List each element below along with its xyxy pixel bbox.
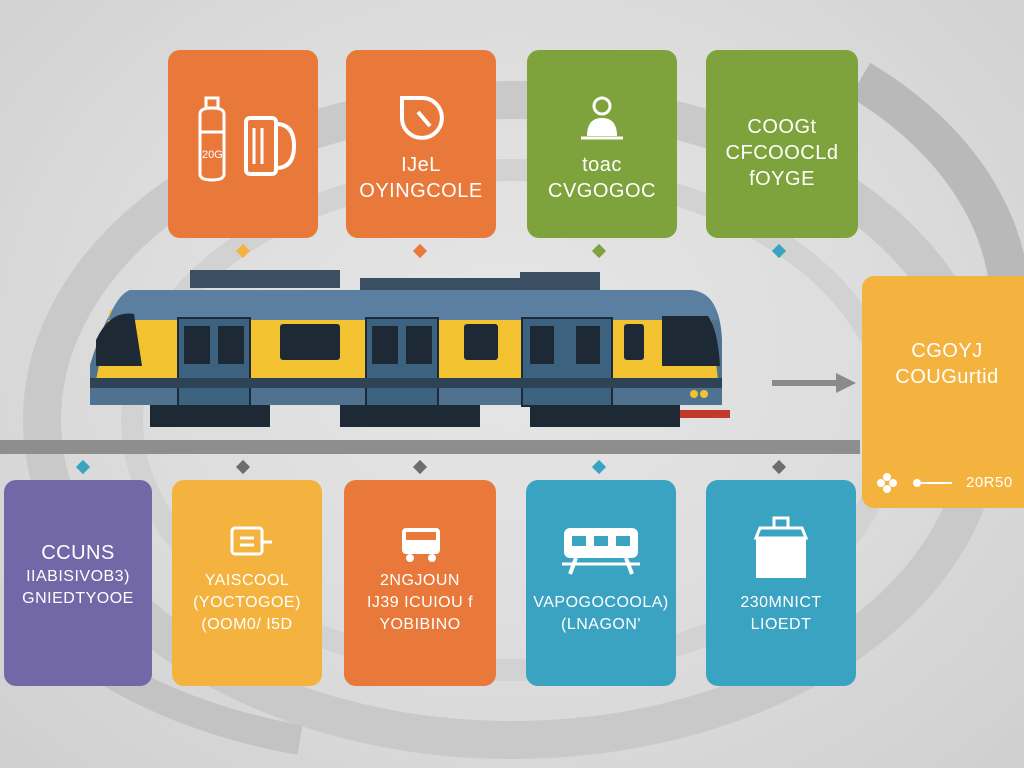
bottom-card-1-line-3: GNIEDTYOOE xyxy=(22,590,134,607)
top-card-4: COOGt CFCOOCLd fOYGE xyxy=(706,50,858,238)
bottle-and-cup-icon: 20G xyxy=(198,96,297,182)
bottom-card-5-line-2: LIOEDT xyxy=(750,616,812,633)
side-card: CGOYJ COUGurtid 20R50 xyxy=(862,276,1024,508)
bottom-card-1-line-2: IIABISIVOB3) xyxy=(26,568,130,585)
bottom-card-5: 230MNICT LIOEDT xyxy=(706,480,856,686)
top-card-2-line-2: OYINGCOLE xyxy=(359,180,483,202)
top-card-4-line-1: COOGt xyxy=(747,116,817,138)
top-card-1: 20G xyxy=(168,50,318,238)
bottom-card-2-line-2: (YOCTOGOE) xyxy=(193,594,301,611)
top-card-2: IJeL OYINGCOLE xyxy=(346,50,496,238)
bottom-card-4: VAPOGOCOOLA) (LNAGON' xyxy=(526,480,676,686)
bottom-card-4-line-2: (LNAGON' xyxy=(561,616,641,633)
top-card-2-line-1: IJeL xyxy=(401,154,441,176)
document-icon xyxy=(230,526,272,556)
bottom-card-3-line-1: 2NGJOUN xyxy=(380,572,460,589)
bottom-card-4-line-1: VAPOGOCOOLA) xyxy=(533,594,669,611)
train-car-icon xyxy=(402,528,440,562)
side-card-footer: 20R50 xyxy=(966,474,1013,491)
side-card-line-2: COUGurtid xyxy=(895,366,999,388)
rail-track xyxy=(0,440,860,454)
top-card-3: toac CVGOGOC xyxy=(527,50,677,238)
bottom-card-5-line-1: 230MNICT xyxy=(740,594,822,611)
bottom-card-1-line-1: CCUNS xyxy=(41,542,115,564)
bottom-card-3-line-2: IJ39 ICUIOU f xyxy=(366,594,474,611)
side-card-line-1: CGOYJ xyxy=(911,340,983,362)
bottle-label: 20G xyxy=(202,149,223,161)
bottom-card-2: YAISCOOL (YOCTOGOE) (OOM0/ I5D xyxy=(172,480,322,686)
bag-icon xyxy=(753,516,809,578)
top-card-3-line-1: toac xyxy=(582,154,622,176)
top-card-4-line-3: fOYGE xyxy=(749,168,815,190)
bottom-card-2-line-1: YAISCOOL xyxy=(204,572,290,589)
bottom-card-3-line-3: YOBIBINO xyxy=(379,616,461,633)
arrow-right-icon xyxy=(772,373,856,393)
bottom-card-1: CCUNS IIABISIVOB3) GNIEDTYOOE xyxy=(4,480,152,686)
clock-icon xyxy=(400,96,444,140)
slider-line-icon xyxy=(913,479,952,487)
train-illustration xyxy=(90,270,730,427)
top-card-4-line-2: CFCOOCLd xyxy=(725,142,839,164)
person-at-desk-icon xyxy=(581,96,623,140)
bottom-card-3: 2NGJOUN IJ39 ICUIOU f YOBIBINO xyxy=(344,480,496,686)
bottom-card-2-line-3: (OOM0/ I5D xyxy=(201,616,293,633)
passenger-car-icon xyxy=(562,528,640,575)
flower-icon xyxy=(877,473,897,493)
top-card-3-line-2: CVGOGOC xyxy=(548,180,656,202)
